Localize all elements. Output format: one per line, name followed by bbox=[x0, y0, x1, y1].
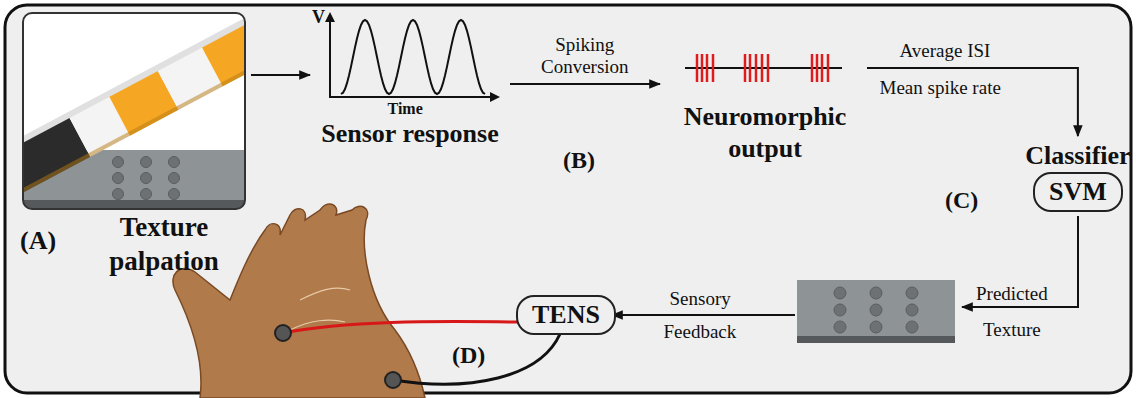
texture-dot bbox=[834, 287, 846, 299]
texture-dot bbox=[113, 157, 124, 168]
node-text: Texture palpation bbox=[74, 210, 254, 278]
palpation-picture bbox=[23, 13, 245, 209]
spike bbox=[706, 54, 709, 82]
texture-dot bbox=[834, 304, 846, 316]
hand bbox=[173, 204, 425, 398]
callout-letter: (C) bbox=[945, 186, 978, 214]
spike bbox=[767, 54, 770, 82]
callout-letter: (B) bbox=[563, 146, 595, 174]
predicted-arrow bbox=[962, 216, 1078, 307]
spike bbox=[696, 54, 699, 82]
spike-baseline bbox=[685, 67, 842, 69]
electrode bbox=[275, 325, 291, 341]
text-label: Sensory bbox=[670, 287, 731, 310]
texture-block bbox=[797, 280, 955, 343]
connector-arrow bbox=[867, 68, 1078, 136]
texture-dot bbox=[169, 173, 180, 184]
node-text: Classifier bbox=[1025, 140, 1130, 172]
node-text: TENS bbox=[532, 299, 600, 331]
connector-arrow bbox=[510, 83, 660, 85]
texture-dot bbox=[870, 287, 882, 299]
texture-dot bbox=[906, 287, 918, 299]
black-wire bbox=[393, 334, 560, 384]
text-label: Predicted bbox=[976, 282, 1048, 305]
spike bbox=[701, 54, 704, 82]
spike bbox=[755, 54, 758, 82]
connector-arrow bbox=[251, 74, 310, 76]
texture-dot bbox=[141, 189, 152, 200]
texture-dot bbox=[906, 304, 918, 316]
spike bbox=[761, 54, 764, 82]
text-label: Time bbox=[388, 99, 423, 119]
graph-axes bbox=[330, 14, 498, 97]
node-text: Neuromorphic output bbox=[665, 101, 865, 165]
outer-frame bbox=[5, 5, 1131, 393]
spike bbox=[827, 54, 830, 82]
text-label: Mean spike rate bbox=[880, 76, 1001, 99]
red-wire bbox=[283, 322, 528, 333]
text-label: Feedback bbox=[664, 320, 737, 343]
stage-group: Neuromorphic output bbox=[665, 45, 865, 165]
picture-frame: Texture palpation bbox=[22, 12, 246, 210]
electrode bbox=[385, 372, 401, 388]
text-label: Texture bbox=[983, 318, 1041, 341]
texture-dot bbox=[870, 304, 882, 316]
texture-dot bbox=[906, 321, 918, 333]
texture-dot bbox=[113, 189, 124, 200]
edge-label: Spiking Conversion bbox=[541, 34, 629, 78]
spike bbox=[749, 54, 752, 82]
process-box: ClassifierSVM bbox=[1033, 172, 1123, 212]
feedback-arrow bbox=[612, 314, 795, 316]
spike bbox=[712, 54, 715, 82]
spike bbox=[816, 54, 819, 82]
stage-group: Sensor response bbox=[315, 12, 505, 150]
text-label: V bbox=[312, 6, 325, 28]
callout-letter: (D) bbox=[452, 341, 485, 369]
spike bbox=[744, 54, 747, 82]
sensor-wave bbox=[341, 20, 485, 94]
texture-dot bbox=[141, 157, 152, 168]
node-text: Sensor response bbox=[305, 118, 515, 150]
texture-dot bbox=[870, 321, 882, 333]
process-box: TENS bbox=[516, 295, 616, 335]
callout-letter: (A) bbox=[20, 226, 56, 256]
edge-label: Average ISI bbox=[900, 40, 991, 62]
node-text: SVM bbox=[1049, 176, 1107, 208]
texture-dot bbox=[141, 173, 152, 184]
texture-dot bbox=[834, 321, 846, 333]
spike bbox=[811, 54, 814, 82]
texture-dot bbox=[169, 189, 180, 200]
texture-dot bbox=[113, 173, 124, 184]
spike bbox=[821, 54, 824, 82]
texture-dot bbox=[169, 157, 180, 168]
